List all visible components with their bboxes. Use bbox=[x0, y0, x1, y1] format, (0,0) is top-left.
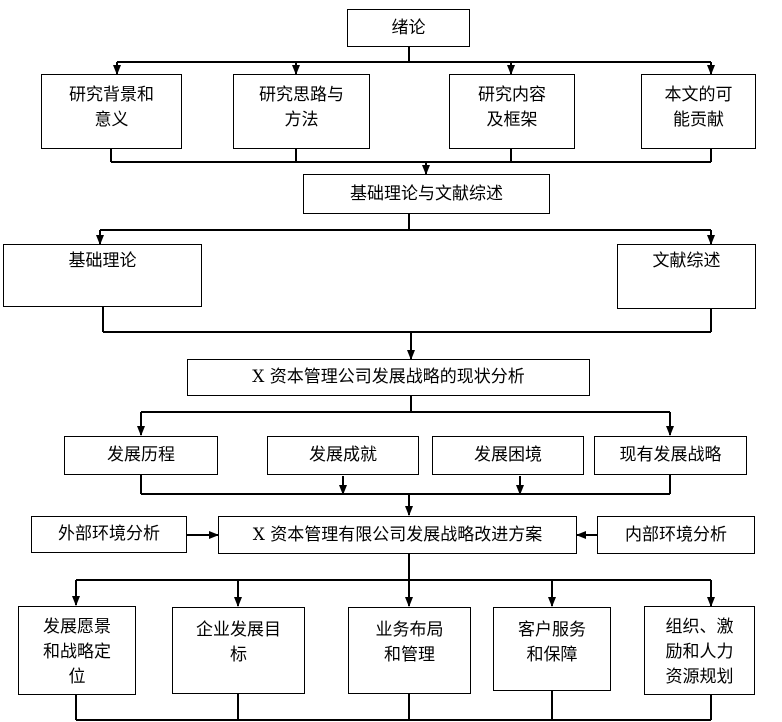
node-research-method: 研究思路与 方法 bbox=[233, 74, 370, 149]
current-strategy-label: 现有发展战略 bbox=[619, 445, 722, 465]
internal-analysis-label: 内部环境分析 bbox=[625, 524, 727, 545]
node-label-line: 业务布局 bbox=[375, 620, 444, 640]
node-research-background: 研究背景和 意义 bbox=[41, 74, 182, 149]
node-goals: 企业发展目 标 bbox=[172, 607, 305, 694]
node-label-line: 本文的可 bbox=[664, 85, 733, 105]
node-research-content: 研究内容 及框架 bbox=[449, 74, 575, 149]
node-business-layout: 业务布局 和管理 bbox=[348, 607, 471, 694]
node-label-line: 发展愿景 bbox=[43, 617, 111, 637]
node-label-line: 能贡献 bbox=[673, 110, 724, 130]
node-customer-service: 客户服务 和保障 bbox=[493, 607, 611, 691]
node-label-line: 意义 bbox=[94, 110, 129, 130]
basic-theory-label: 基础理论 bbox=[68, 251, 137, 271]
node-label-line: 励和人力 bbox=[665, 642, 734, 662]
node-current-strategy: 现有发展战略 bbox=[594, 436, 747, 475]
node-label-line: 位 bbox=[68, 667, 86, 687]
node-literature-review: 文献综述 bbox=[617, 244, 756, 309]
status-node: X 资本管理公司发展战略的现状分析 bbox=[187, 359, 590, 396]
status-label: X 资本管理公司发展战略的现状分析 bbox=[252, 367, 525, 387]
dilemma-label: 发展困境 bbox=[474, 445, 542, 465]
node-label-line: 研究内容 bbox=[478, 85, 546, 105]
theory-label: 基础理论与文献综述 bbox=[350, 183, 503, 204]
plan-label: X 资本管理有限公司发展战略改进方案 bbox=[252, 524, 543, 545]
intro-label: 绪论 bbox=[391, 17, 426, 38]
intro-node: 绪论 bbox=[347, 9, 470, 47]
node-basic-theory: 基础理论 bbox=[3, 244, 202, 307]
node-contribution: 本文的可 能贡献 bbox=[641, 74, 756, 149]
node-vision: 发展愿景 和战略定 位 bbox=[18, 606, 136, 695]
node-label-line: 组织、激 bbox=[665, 617, 734, 637]
history-label: 发展历程 bbox=[107, 445, 175, 465]
node-label-line: 客户服务 bbox=[518, 620, 586, 640]
theory-node: 基础理论与文献综述 bbox=[303, 174, 550, 214]
node-label-line: 研究背景和 bbox=[69, 85, 154, 105]
node-external-analysis: 外部环境分析 bbox=[31, 516, 187, 553]
node-label-line: 和管理 bbox=[384, 645, 435, 665]
node-label-line: 方法 bbox=[284, 110, 319, 130]
node-label-line: 研究思路与 bbox=[259, 85, 344, 105]
achievement-label: 发展成就 bbox=[309, 445, 377, 465]
node-achievement: 发展成就 bbox=[267, 436, 419, 475]
node-label-line: 和保障 bbox=[526, 645, 578, 665]
node-label-line: 和战略定 bbox=[43, 642, 111, 662]
node-organization: 组织、激 励和人力 资源规划 bbox=[644, 606, 755, 695]
node-dilemma: 发展困境 bbox=[432, 436, 584, 475]
node-label-line: 标 bbox=[230, 645, 247, 665]
plan-node: X 资本管理有限公司发展战略改进方案 bbox=[218, 516, 577, 554]
node-internal-analysis: 内部环境分析 bbox=[597, 516, 755, 554]
external-analysis-label: 外部环境分析 bbox=[58, 524, 160, 544]
node-label-line: 及框架 bbox=[486, 110, 538, 130]
node-history: 发展历程 bbox=[64, 436, 218, 475]
literature-review-label: 文献综述 bbox=[652, 251, 721, 271]
node-label-line: 企业发展目 bbox=[196, 620, 281, 640]
node-label-line: 资源规划 bbox=[665, 667, 734, 687]
